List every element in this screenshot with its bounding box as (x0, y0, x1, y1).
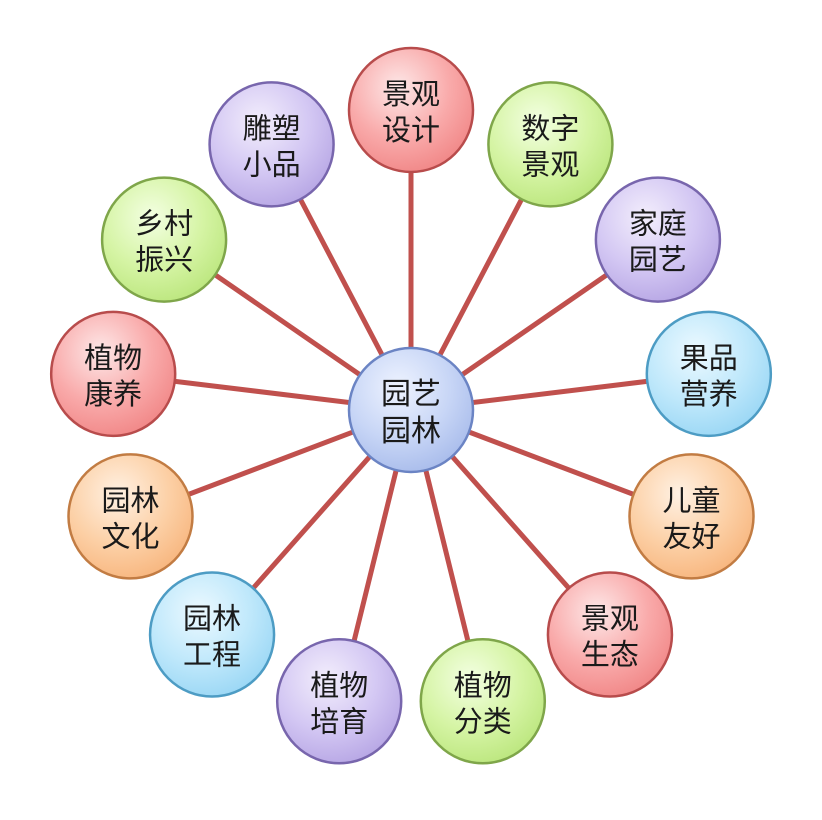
node-label-line1-fruit-nutrition: 果品 (680, 341, 738, 375)
node-circle-home-gardening (594, 176, 722, 303)
node-circle-garden-culture (67, 453, 194, 580)
node-label-line2-garden-engineering: 工程 (183, 638, 241, 672)
node-label-line1-child-friendly: 儿童 (662, 483, 720, 517)
node-label-line2-plant-wellness: 康养 (84, 377, 142, 411)
node-label-line2-home-gardening: 园艺 (629, 243, 687, 277)
node-label-line2-garden-culture: 文化 (101, 519, 159, 553)
node-circle-plant-wellness (49, 310, 177, 438)
node-label-line2-sculpture-pieces: 小品 (243, 147, 301, 181)
center-node-circle (347, 346, 475, 474)
node-circle-child-friendly (628, 453, 755, 580)
center-node: 园艺 园林 (347, 346, 475, 474)
node-circle-garden-engineering (148, 571, 276, 698)
node-label-line1-landscape-ecology: 景观 (581, 602, 639, 636)
node-label-line1-garden-culture: 园林 (101, 483, 159, 517)
node-circle-plant-taxonomy (419, 638, 547, 765)
node-label-line1-plant-cultivation: 植物 (310, 668, 368, 702)
center-node-label-line2: 园林 (381, 414, 441, 449)
center-node-label-line1: 园艺 (381, 377, 441, 412)
node-label-line2-landscape-design: 设计 (382, 113, 440, 147)
node-label-line1-sculpture-pieces: 雕塑 (243, 111, 301, 145)
node-label-line2-rural-revival: 振兴 (135, 243, 193, 277)
node-label-line2-fruit-nutrition: 营养 (680, 377, 738, 411)
node-label-line1-home-gardening: 家庭 (629, 207, 687, 241)
node-label-line2-plant-taxonomy: 分类 (454, 704, 512, 738)
nodes-layer: 景观设计数字景观家庭园艺果品营养儿童友好景观生态植物分类植物培育园林工程园林文化… (49, 46, 773, 765)
node-circle-rural-revival (100, 176, 228, 303)
node-label-line1-landscape-design: 景观 (382, 77, 440, 111)
node-label-line1-plant-taxonomy: 植物 (454, 668, 512, 702)
node-circle-fruit-nutrition (645, 310, 773, 438)
node-circle-plant-cultivation (275, 638, 403, 765)
node-circle-landscape-ecology (546, 571, 674, 698)
node-label-line2-plant-cultivation: 培育 (310, 704, 368, 738)
node-label-line1-plant-wellness: 植物 (84, 341, 142, 375)
node-label-line1-digital-landscape: 数字 (521, 111, 579, 145)
node-label-line2-child-friendly: 友好 (662, 519, 720, 553)
node-label-line2-landscape-ecology: 生态 (581, 638, 639, 672)
node-circle-digital-landscape (487, 81, 614, 208)
node-circle-landscape-design (347, 46, 475, 174)
node-label-line1-rural-revival: 乡村 (135, 207, 193, 241)
node-label-line2-digital-landscape: 景观 (521, 147, 579, 181)
node-circle-sculpture-pieces (208, 81, 335, 208)
node-label-line1-garden-engineering: 园林 (183, 602, 241, 636)
